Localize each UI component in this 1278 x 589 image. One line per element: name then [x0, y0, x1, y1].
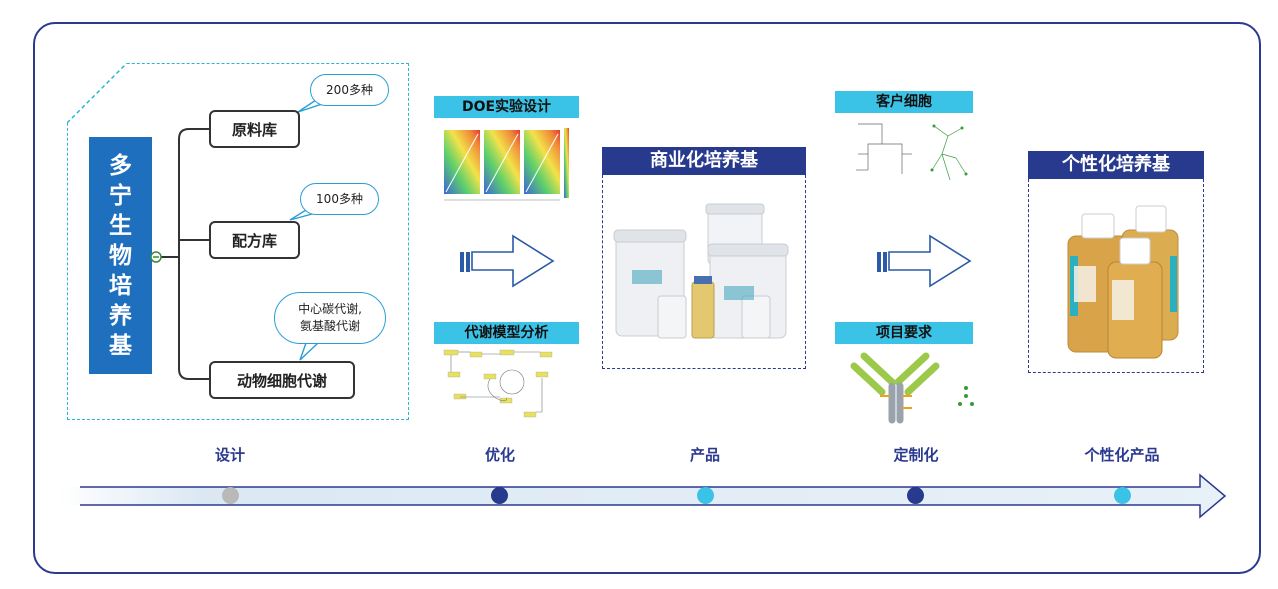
client-cells-label: 客户细胞	[835, 91, 973, 113]
timeline-dot-design	[222, 487, 239, 504]
personalized-product-title: 个性化培养基	[1028, 151, 1204, 179]
timeline-dot-personalized	[1114, 487, 1131, 504]
bubble-metabolism: 中心碳代谢, 氨基酸代谢	[274, 292, 386, 344]
branch-raw-materials: 原料库	[209, 110, 300, 148]
metabolic-map-image	[440, 346, 574, 426]
design-title: 多宁生物培养基	[89, 137, 152, 374]
design-section-box	[67, 63, 409, 420]
design-title-char: 基	[109, 333, 132, 359]
design-title-char: 生	[109, 213, 132, 239]
metabolic-label: 代谢模型分析	[434, 322, 579, 344]
timeline-dot-optimize	[491, 487, 508, 504]
design-title-char: 多	[109, 153, 132, 179]
stage-design: 设计	[214, 446, 245, 464]
timeline-arrow	[60, 473, 1227, 519]
timeline-dot-product	[697, 487, 714, 504]
bubble-text: 100多种	[316, 191, 363, 206]
bubble-text: 中心碳代谢, 氨基酸代谢	[298, 302, 362, 333]
commercial-product-title: 商业化培养基	[602, 147, 806, 175]
bubble-text: 200多种	[326, 82, 373, 97]
personalized-bottles-image	[1067, 205, 1179, 359]
stage-optimize: 优化	[484, 446, 515, 464]
timeline-dot-customize	[907, 487, 924, 504]
branch-metabolism: 动物细胞代谢	[209, 361, 355, 399]
branch-label: 配方库	[231, 231, 277, 250]
doe-label: DOE实验设计	[434, 96, 579, 118]
commercial-media-image	[613, 203, 789, 339]
antibody-structure-image	[840, 348, 980, 426]
arrow-optimize	[460, 234, 555, 288]
design-box-corner	[67, 63, 127, 123]
bubble-raw-count: 200多种	[310, 74, 389, 106]
branch-label: 原料库	[231, 120, 277, 139]
branch-label: 动物细胞代谢	[236, 371, 327, 390]
bubble-formula-count: 100多种	[300, 183, 379, 215]
stage-product: 产品	[689, 446, 720, 464]
arrow-customize	[877, 234, 972, 288]
design-title-char: 物	[109, 243, 132, 269]
design-title-char: 宁	[109, 183, 132, 209]
branch-formulas: 配方库	[209, 221, 300, 259]
stage-customize: 定制化	[893, 446, 939, 464]
stage-personalized: 个性化产品	[1084, 446, 1160, 464]
design-title-char: 培	[109, 273, 132, 299]
doe-heatmap-image	[438, 122, 572, 208]
client-cells-pathway-image	[838, 114, 974, 190]
design-title-char: 养	[109, 303, 132, 329]
project-requirements-label: 项目要求	[835, 322, 973, 344]
